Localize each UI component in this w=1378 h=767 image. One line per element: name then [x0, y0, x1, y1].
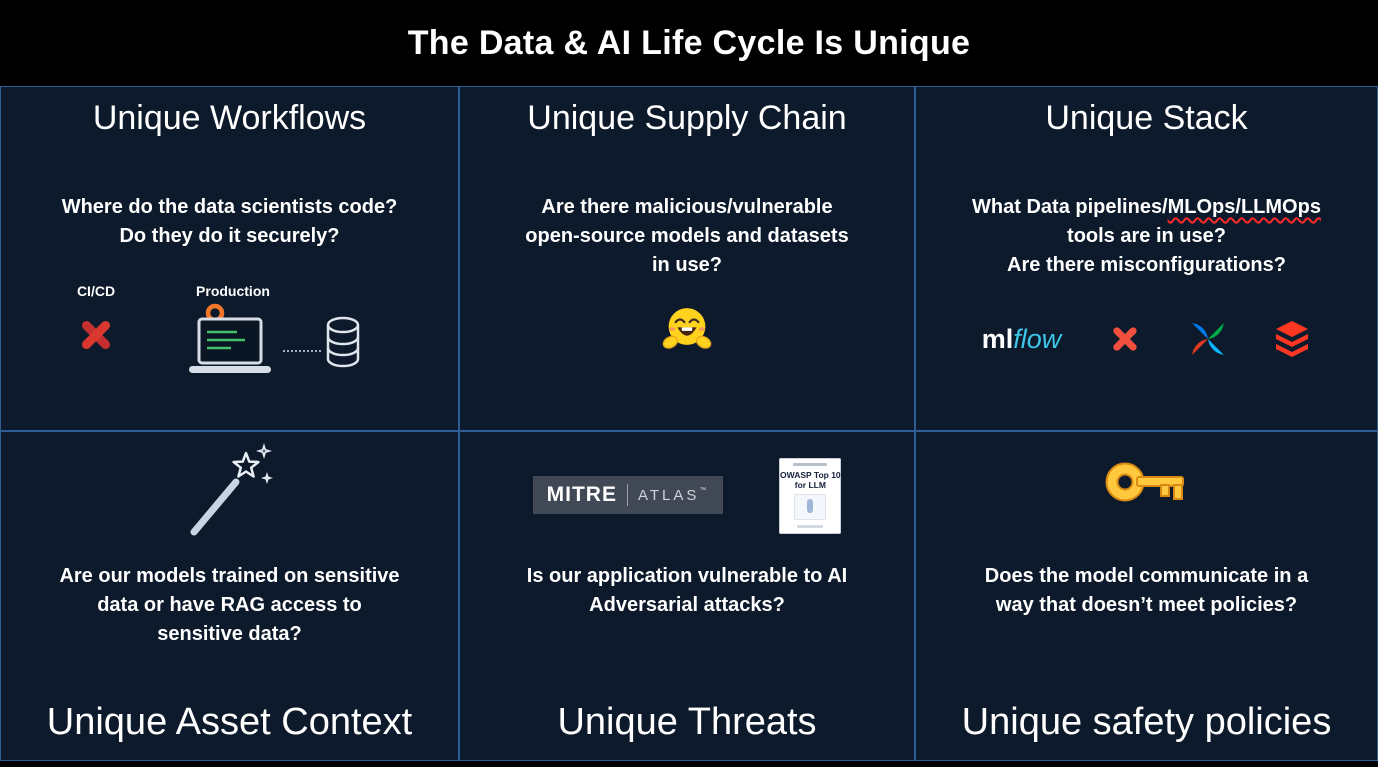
owasp-card-header-bar — [793, 463, 828, 466]
stack-question-line1-underlined: MLOps/LLMOps — [1167, 196, 1321, 218]
content-grid: Unique Workflows Where do the data scien… — [0, 86, 1378, 761]
cicd-x-icon — [81, 320, 111, 350]
production-group: Production — [185, 283, 363, 381]
cell-unique-asset-context: Are our models trained on sensitive data… — [0, 431, 459, 761]
atlas-trademark: ™ — [699, 486, 710, 494]
cell-unique-safety-policies: Does the model communicate in a way that… — [915, 431, 1378, 761]
supply-chain-question: Are there malicious/vulnerable open-sour… — [460, 193, 914, 280]
threats-question-line2: Adversarial attacks? — [589, 594, 785, 616]
supply-chain-question-line2: open-source models and datasets — [525, 225, 849, 247]
workflows-icons: CI/CD Production — [59, 283, 363, 381]
workflows-title: Unique Workflows — [92, 99, 367, 137]
key-icon — [1105, 462, 1184, 502]
jupyter-laptop-icon — [189, 303, 271, 373]
threats-logos: MITRE ATLAS™ OWASP Top 10 for LLM — [460, 458, 914, 534]
stack-question-line3: Are there misconfigurations? — [1007, 254, 1286, 276]
cicd-group: CI/CD — [59, 283, 133, 355]
owasp-card-line2: for LLM — [794, 480, 826, 490]
cell-unique-threats: MITRE ATLAS™ OWASP Top 10 for LLM Is our… — [459, 431, 915, 761]
stack-question-line1: What Data pipelines/MLOps/LLMOps — [916, 193, 1377, 222]
key-wrap — [916, 450, 1377, 514]
laptop-db-connector — [283, 350, 321, 352]
asset-context-question-line1: Are our models trained on sensitive — [59, 565, 400, 587]
mitre-atlas-divider — [626, 484, 628, 506]
hugging-face-icon — [662, 308, 712, 349]
cell-unique-supply-chain: Unique Supply Chain Are there malicious/… — [459, 86, 915, 431]
mlflow-logo: mlflow — [982, 324, 1062, 355]
workflows-question-line2: Do they do it securely? — [119, 225, 340, 247]
threats-question: Is our application vulnerable to AI Adve… — [460, 562, 914, 620]
workflows-question: Where do the data scientists code? Do th… — [1, 193, 458, 251]
database-icon — [326, 316, 360, 368]
stack-question: What Data pipelines/MLOps/LLMOps tools a… — [916, 193, 1377, 280]
threats-question-line1: Is our application vulnerable to AI — [526, 565, 848, 587]
atlas-label: ATLAS™ — [637, 486, 710, 504]
mlflow-logo-flow: flow — [1013, 323, 1062, 354]
airflow-logo — [1192, 323, 1225, 355]
owasp-card-figure — [794, 494, 827, 520]
databricks-logo — [1276, 321, 1309, 357]
mitre-label: MITRE — [546, 483, 617, 506]
production-label: Production — [196, 283, 270, 299]
stack-question-line1-prefix: What Data pipelines/ — [972, 196, 1168, 218]
supply-chain-title: Unique Supply Chain — [527, 99, 847, 137]
threats-title: Unique Threats — [557, 701, 817, 743]
owasp-card-line1: OWASP Top 10 — [780, 470, 841, 480]
asset-context-question-line2: data or have RAG access to — [97, 594, 362, 616]
stack-question-line2: tools are in use? — [1067, 225, 1226, 247]
production-row — [185, 303, 363, 381]
red-x-tool-logo — [1113, 327, 1137, 351]
asset-context-question: Are our models trained on sensitive data… — [1, 562, 458, 649]
owasp-top10-card: OWASP Top 10 for LLM — [779, 458, 842, 534]
supply-chain-question-line1: Are there malicious/vulnerable — [541, 196, 833, 218]
hugging-face-wrap — [460, 305, 914, 355]
asset-context-title: Unique Asset Context — [46, 701, 413, 743]
slide-title: The Data & AI Life Cycle Is Unique — [407, 23, 971, 62]
stack-logos: mlflow — [916, 319, 1377, 359]
safety-title: Unique safety policies — [961, 701, 1332, 743]
safety-question: Does the model communicate in a way that… — [916, 562, 1377, 620]
cicd-label: CI/CD — [76, 283, 116, 299]
workflows-question-line1: Where do the data scientists code? — [61, 196, 398, 218]
slide-header: The Data & AI Life Cycle Is Unique — [0, 0, 1378, 86]
safety-question-line1: Does the model communicate in a — [984, 565, 1309, 587]
magic-wand-icon — [190, 443, 273, 536]
mitre-atlas-logo: MITRE ATLAS™ — [532, 476, 724, 514]
mlflow-logo-ml: ml — [981, 323, 1014, 354]
cell-unique-stack: Unique Stack What Data pipelines/MLOps/L… — [915, 86, 1378, 431]
safety-question-line2: way that doesn’t meet policies? — [995, 594, 1298, 616]
supply-chain-question-line3: in use? — [651, 254, 722, 276]
cell-unique-workflows: Unique Workflows Where do the data scien… — [0, 86, 459, 431]
asset-context-question-line3: sensitive data? — [157, 623, 302, 645]
stack-title: Unique Stack — [1045, 99, 1248, 137]
magic-wand-wrap — [1, 440, 458, 540]
owasp-card-footer-bar — [797, 525, 824, 528]
